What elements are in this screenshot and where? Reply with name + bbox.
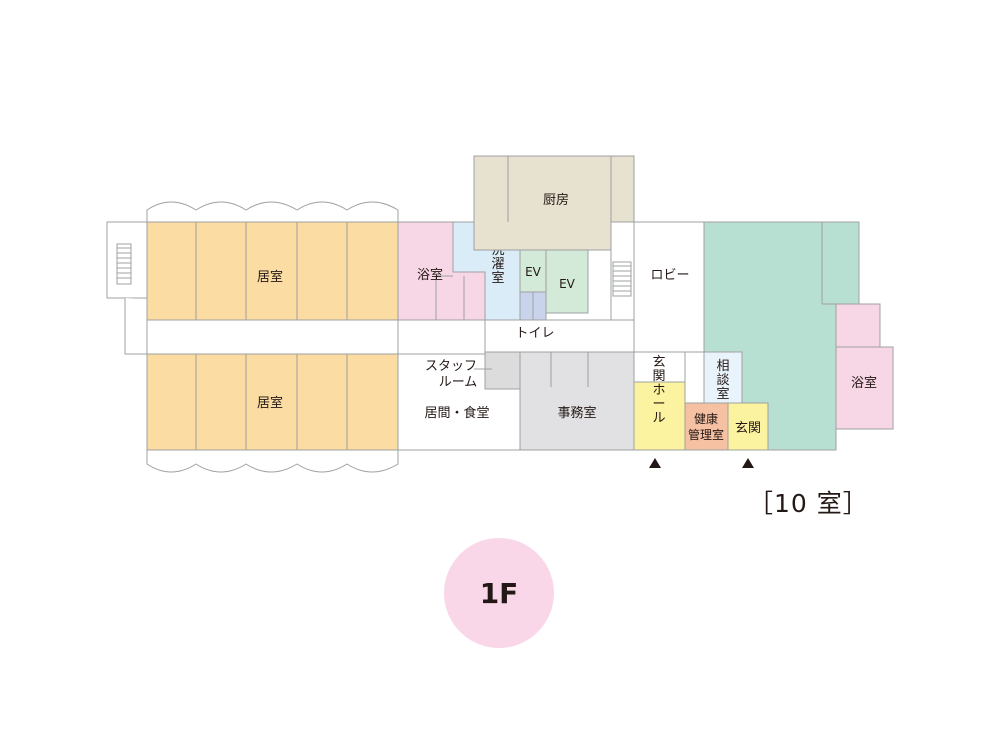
entrance-hall-2: 関: [652, 369, 665, 384]
lower-balcony: [146, 449, 399, 473]
consult-label-2: 談: [716, 372, 729, 388]
entrance-hall-4: ー: [652, 397, 665, 412]
entrance-hall-label: 玄 関 ホ ー ル: [652, 355, 665, 426]
entrance-arrow-icon: [649, 458, 661, 468]
consult-label: 相 談 室: [716, 359, 729, 402]
living-rooms-upper: [146, 221, 399, 321]
ev-2: [545, 249, 589, 314]
bath-center-label: 浴室: [417, 267, 443, 283]
ev-2-label: EV: [559, 277, 576, 291]
room-count: ［10 室］: [748, 489, 869, 518]
health-room: [684, 402, 729, 451]
floor-badge: 1F: [444, 538, 554, 648]
entrance-hall-3: ホ: [652, 383, 665, 398]
living-room-lower-label: 居室: [257, 395, 283, 411]
living-rooms-lower: [146, 353, 399, 451]
entrance-arrow-icon-2: [742, 458, 754, 468]
stair-icon: [116, 243, 132, 285]
upper-balcony: [146, 201, 399, 223]
ev-1-label: EV: [525, 265, 542, 279]
staff-label-2: ルーム: [439, 375, 478, 390]
consult-label-1: 相: [716, 359, 729, 374]
dining-label: 居間・食堂: [424, 405, 489, 421]
entrance-hall-white: [633, 351, 686, 383]
lobby-label: ロビー: [650, 268, 689, 283]
toilet-label: トイレ: [515, 326, 554, 341]
living-room-upper-label: 居室: [257, 269, 283, 285]
kitchen: [473, 155, 635, 251]
entrance-hall-5: ル: [652, 411, 665, 426]
laundry-label-2: 濯: [491, 257, 504, 272]
floor-label: 1F: [479, 576, 519, 610]
health-label-2: 管理室: [688, 427, 724, 442]
office: [519, 351, 635, 451]
staff-room: [484, 351, 521, 390]
lobby: [633, 221, 705, 353]
office-label: 事務室: [557, 405, 596, 421]
entrance-hall-1: 玄: [652, 355, 665, 370]
entrance-label: 玄関: [735, 421, 761, 436]
kitchen-label: 厨房: [543, 192, 569, 208]
staff-label-1: スタッフ: [425, 359, 477, 374]
health-label-1: 健康: [694, 411, 718, 426]
consult-room: [703, 351, 743, 404]
bath-right-label: 浴室: [851, 375, 877, 391]
bath-right: [835, 303, 894, 430]
consult-label-3: 室: [716, 386, 729, 402]
laundry-label-3: 室: [491, 270, 504, 286]
right-stair-icon: [612, 261, 632, 297]
